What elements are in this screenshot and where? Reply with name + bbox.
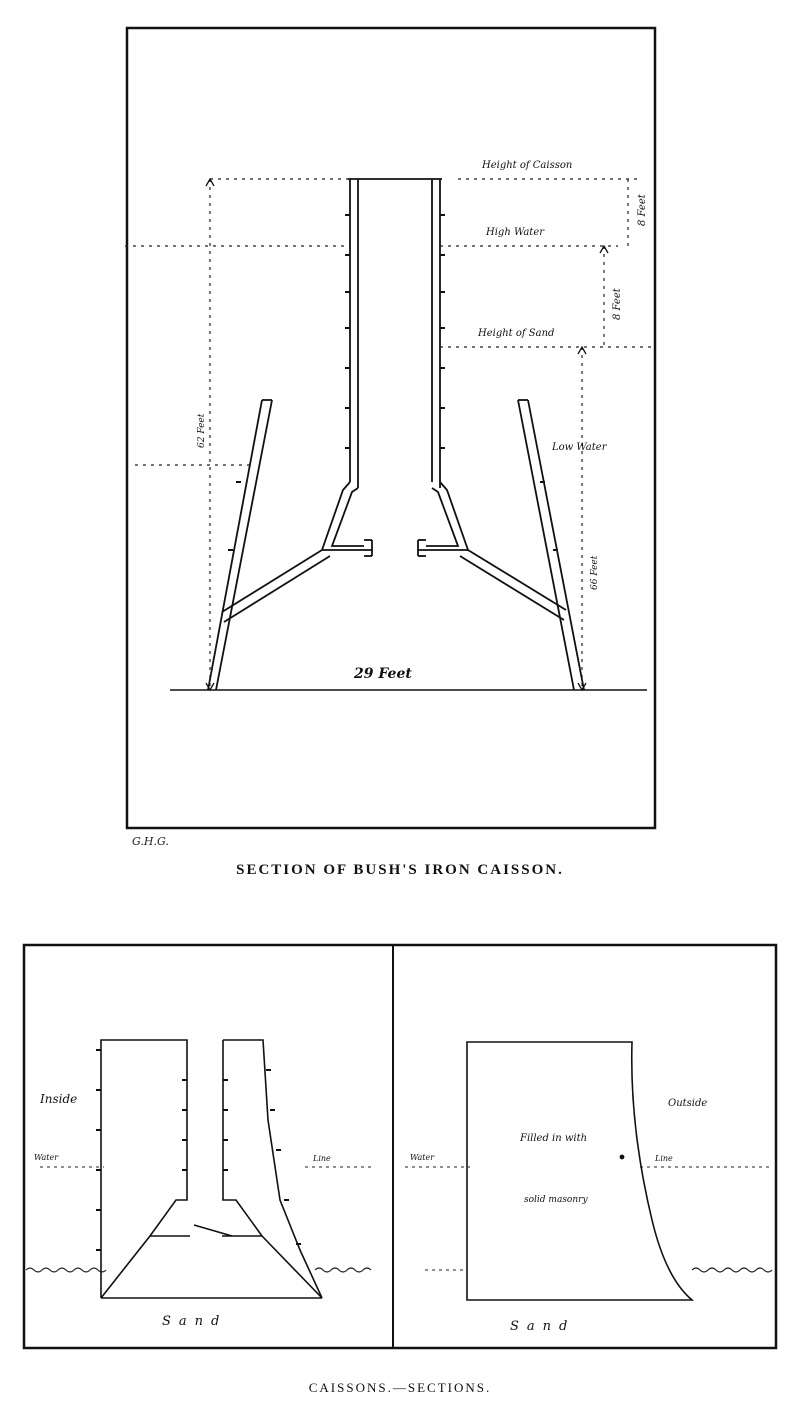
label-line-left: Line	[312, 1154, 331, 1163]
label-sand-left: Sand	[162, 1314, 227, 1329]
left-caisson-ticks	[96, 1049, 301, 1251]
label-high-water: High Water	[485, 227, 545, 238]
label-water-right: Water	[410, 1153, 435, 1162]
label-top-gap: 8 Feet	[637, 193, 648, 226]
caisson-section	[207, 178, 585, 691]
label-inside: Inside	[39, 1092, 77, 1106]
fig1-frame	[125, 26, 657, 830]
label-height-of-sand: Height of Sand	[477, 328, 554, 339]
label-height-of-caisson: Height of Caisson	[481, 160, 572, 171]
fig2-frame	[22, 943, 778, 1350]
label-total-height: 62 Feet	[197, 413, 207, 448]
fig2-level-lines	[40, 1166, 770, 1271]
label-outside: Outside	[668, 1098, 707, 1109]
label-water-left: Water	[34, 1153, 59, 1162]
figure1-caption: SECTION OF BUSH'S IRON CAISSON.	[236, 862, 564, 878]
label-sand-to-base: 66 Feet	[590, 555, 600, 590]
right-caisson	[466, 1041, 695, 1301]
figure2-caption: CAISSONS.—SECTIONS.	[308, 1380, 492, 1395]
fig1-level-lines	[125, 178, 655, 690]
signature: G.H.G.	[132, 835, 169, 848]
left-caisson	[100, 1039, 323, 1299]
label-width: 29 Feet	[353, 666, 412, 682]
rivet-ticks	[228, 214, 558, 551]
label-solid-masonry: solid masonry	[524, 1195, 588, 1205]
label-water-to-sand: 8 Feet	[612, 287, 623, 320]
label-sand-right: Sand	[510, 1319, 575, 1334]
label-filled-in: Filled in with	[519, 1133, 587, 1144]
label-line-right: Line	[654, 1154, 673, 1163]
dimension-arrows	[205, 177, 609, 692]
label-low-water: Low Water	[551, 442, 608, 453]
fig2-wavy-lines	[25, 1267, 773, 1273]
